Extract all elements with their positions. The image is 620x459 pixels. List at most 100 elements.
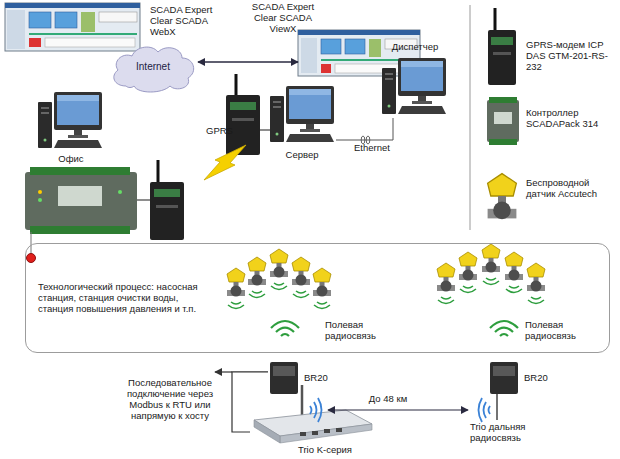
sensor-group: Полевая радиосвязь <box>432 248 592 344</box>
edge-label: Ethernet <box>350 143 394 154</box>
wireless-sensors <box>313 268 331 297</box>
br20-devices <box>493 366 515 376</box>
server-gprs-modem <box>226 95 260 155</box>
wireless-sensors <box>506 286 522 293</box>
node-text: Сервер <box>268 150 336 161</box>
legend-sensor-icon <box>488 174 517 220</box>
node-text: Офис <box>38 154 104 165</box>
wireless-sensors <box>314 302 330 309</box>
server-gprs-modem <box>260 129 270 130</box>
wireless-sensors <box>528 297 544 304</box>
node-text: SCADA Expert Clear SCADA WebX <box>150 5 222 38</box>
trio-k-device <box>312 431 318 435</box>
computers <box>270 86 334 142</box>
legend-modem-icon <box>493 52 511 55</box>
field-gprs-modem <box>154 189 180 197</box>
field-controller <box>137 199 150 200</box>
trio-k-device <box>310 398 322 422</box>
trio-k-device <box>301 385 304 418</box>
node-text: SCADA Expert Clear SCADA ViewX <box>243 2 323 35</box>
radio-device: BR20 <box>488 362 554 394</box>
trio-k-device <box>254 385 372 443</box>
field-gprs-modem <box>150 160 184 240</box>
gprs-lightning <box>204 145 246 180</box>
antenna-node: Trio дальняя радиосвязь <box>468 400 550 448</box>
edge-label: До 48 км <box>358 394 418 405</box>
link-label: GPRS <box>206 126 240 137</box>
screenshot-webx <box>5 3 140 51</box>
field-controller <box>25 167 150 234</box>
serial-arrow <box>215 372 232 373</box>
wireless-sensors <box>227 244 545 309</box>
field-controller <box>30 226 130 234</box>
field-controller <box>30 167 130 175</box>
connector <box>198 61 298 62</box>
wireless-sensors <box>438 297 454 304</box>
wireless-sensors <box>459 252 477 281</box>
server-gprs-modem <box>232 118 254 121</box>
legend-controller-icon <box>489 97 517 103</box>
screenshot-webx <box>29 12 51 28</box>
wireless-sensors <box>293 291 309 298</box>
field-gprs-modem <box>156 205 178 208</box>
screenshot-viewx <box>298 30 420 35</box>
field-controller <box>38 198 42 202</box>
node-text: Технологический процесс: насосная станци… <box>38 282 208 315</box>
process-box: Технологический процесс: насосная станци… <box>25 243 610 353</box>
field-gprs-modem <box>150 182 184 240</box>
field-controller <box>118 190 122 194</box>
screenshot-viewx <box>321 39 341 54</box>
screenshot-webx <box>99 12 137 22</box>
field-controller <box>58 186 102 206</box>
field-controller <box>38 190 42 194</box>
node-text: Полевая радиосвязь <box>325 320 381 342</box>
wireless-sensors <box>292 257 310 286</box>
legend-modem-icon <box>494 8 497 32</box>
wireless-sensors <box>460 286 476 293</box>
legend-text: Беспроводной датчик Accutech <box>526 178 616 200</box>
br20-devices <box>273 366 295 376</box>
trio-k-device <box>300 432 306 436</box>
wireless-sensors <box>505 252 523 281</box>
computer-node: Офис <box>38 88 104 166</box>
wireless-sensors <box>527 263 545 292</box>
long-range-antenna <box>496 400 498 420</box>
legend-text: GPRS-модем ICP DAS GTM-201-RS-232 <box>526 40 616 73</box>
wireless-sensors <box>482 244 500 273</box>
screenshot-webx <box>5 3 140 51</box>
screenshot-webx <box>45 38 135 47</box>
radio-device: BR20 <box>268 362 334 394</box>
legend-separator <box>470 5 471 230</box>
trio-k-device <box>336 428 342 432</box>
screenshot-viewx <box>301 38 317 73</box>
legend-modem-icon <box>491 37 513 45</box>
wireless-sensors <box>227 268 245 297</box>
node-text: Trio дальняя радиосвязь <box>470 422 550 444</box>
note-text: Последовательное подключение через Modbu… <box>120 378 220 422</box>
br20-devices <box>270 362 298 394</box>
screenshot-webx <box>7 10 25 49</box>
field-controller <box>25 172 137 230</box>
process-wire <box>27 254 36 263</box>
br20-devices <box>270 362 518 394</box>
connector <box>232 372 268 432</box>
server-gprs-modem <box>235 74 238 96</box>
screenshot-webx <box>81 12 95 32</box>
screenshot-viewx <box>369 39 381 57</box>
wireless-sensors <box>270 249 288 278</box>
field-radio-icons <box>271 321 518 336</box>
screenshot-webx <box>29 33 137 35</box>
screenshot-webx <box>5 3 140 8</box>
wireless-sensors <box>483 278 499 285</box>
screenshot-webx <box>29 38 41 47</box>
legend-separator <box>470 5 471 230</box>
field-gprs-modem <box>157 160 160 183</box>
computer-node: Сервер <box>268 82 336 166</box>
legend-sensor-icon <box>488 174 517 220</box>
gprs-lightning <box>204 145 246 180</box>
cloud-node: Internet <box>108 42 198 94</box>
node-text: Trio K-серия <box>298 445 373 456</box>
connector <box>496 394 498 400</box>
trio-k-device <box>254 420 280 443</box>
legend-controller-icon <box>487 97 519 145</box>
